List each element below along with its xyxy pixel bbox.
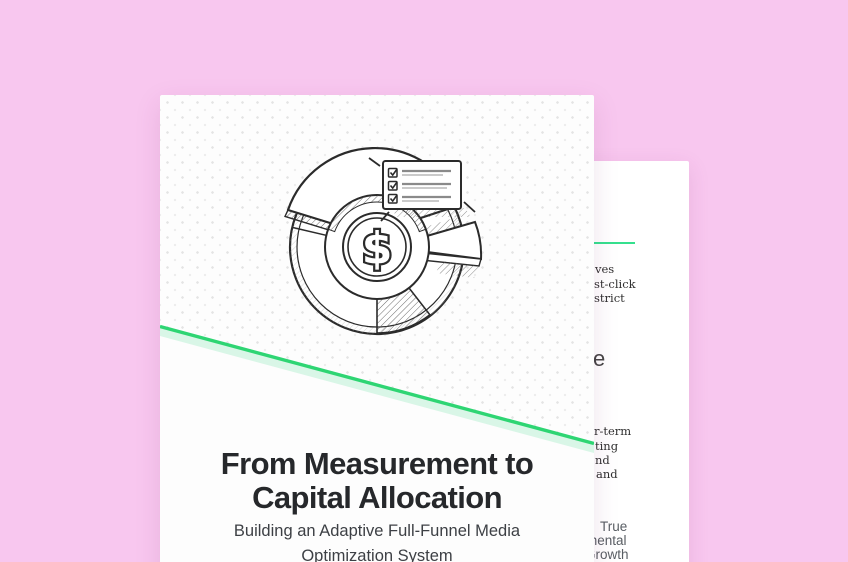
subtitle-line-2: Optimization System [301,547,453,562]
dollar-medallion: $ $ [324,194,430,300]
checklist-icon [368,157,476,222]
svg-text:$: $ [362,223,393,274]
title-line-2: Capital Allocation [252,480,502,515]
heading-fragment: e [593,346,606,371]
text-fragment: nd [595,453,610,467]
subtitle-line-1: Building an Adaptive Full-Funnel Media [233,522,521,540]
text-fragment: ting [595,439,619,453]
title-line-1: From Measurement to [220,446,534,481]
front-report-card[interactable]: $ $ [160,95,594,562]
text-fragment: True [600,519,628,534]
text-fragment: Growth [585,547,629,562]
checklist-rows [387,167,451,204]
text-fragment: st-click [594,277,636,291]
donut-chart-illustration: $ $ [284,147,483,336]
report-subtitle: Building an Adaptive Full-Funnel Media O… [160,519,594,562]
green-diagonal-line [160,324,594,453]
text-fragment: r-term [594,424,632,438]
dollar-icon: $ $ [359,221,394,277]
text-fragment: and [596,467,618,481]
text-fragment: mental [586,533,627,548]
text-fragment: strict [594,291,625,305]
svg-text:$: $ [362,223,393,274]
text-fragment: ves [595,262,615,276]
report-title: From Measurement to Capital Allocation [160,447,594,515]
